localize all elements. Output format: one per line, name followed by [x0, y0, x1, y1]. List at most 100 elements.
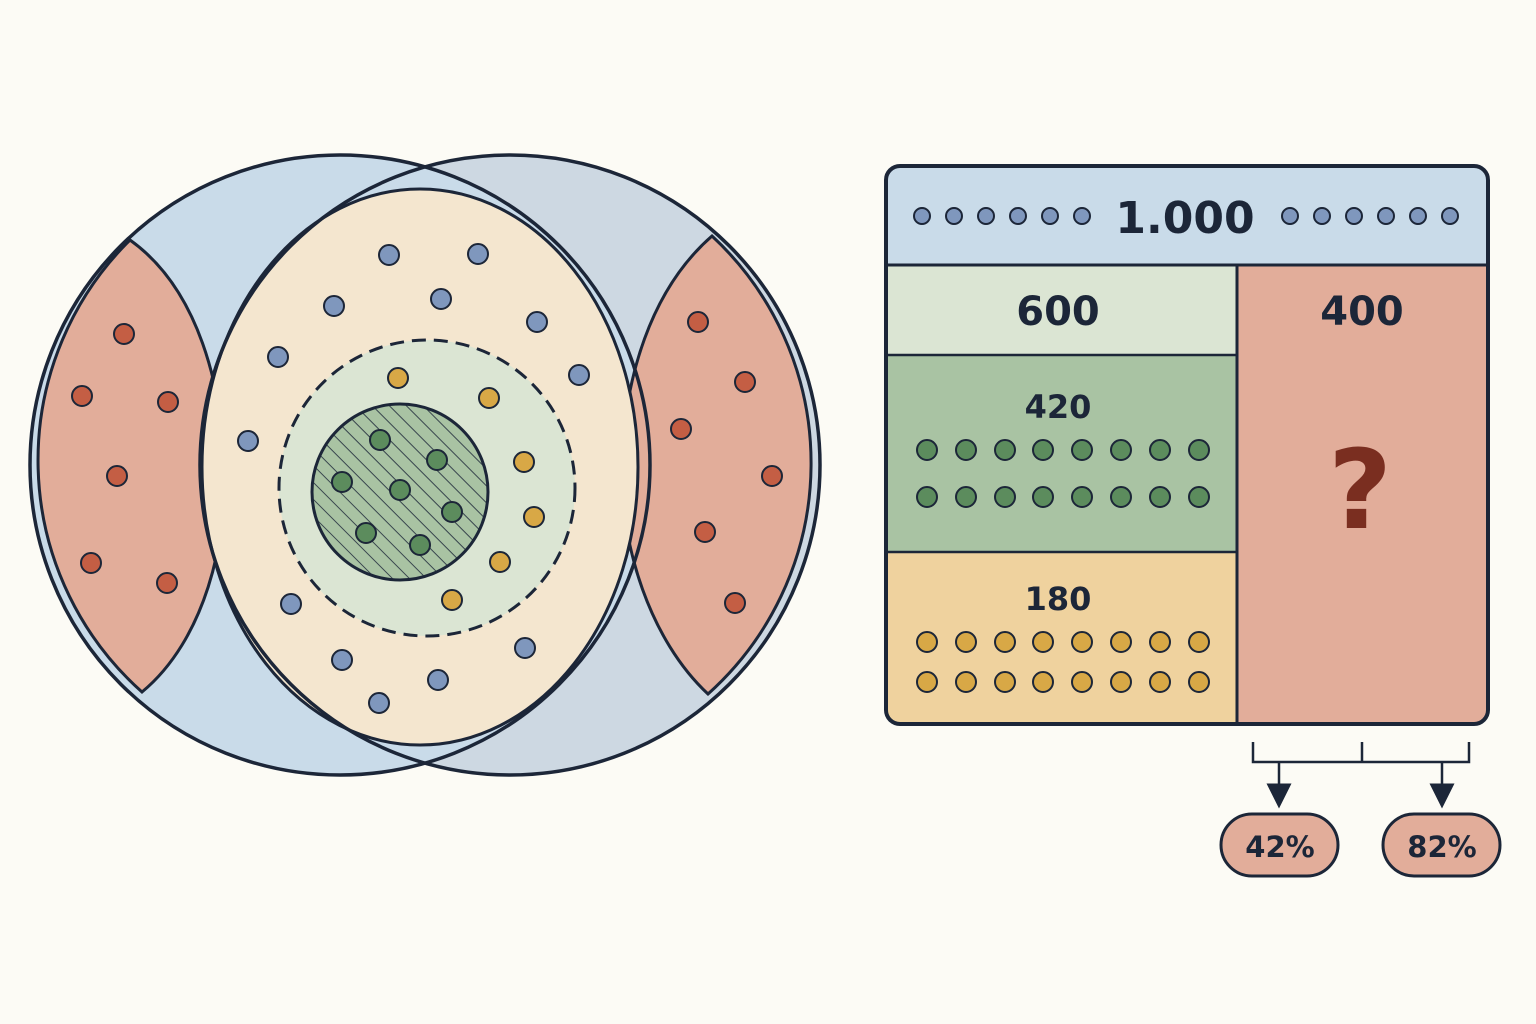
yellow-dot: [387, 367, 409, 389]
yellow-table-dot: [1149, 631, 1171, 653]
blue-dot: [514, 637, 536, 659]
yellow-table-dot: [916, 631, 938, 653]
green-table-dot: [1188, 439, 1210, 461]
red-dot: [71, 385, 93, 407]
green-table-dot: [955, 439, 977, 461]
red-zone-right: [620, 233, 813, 697]
blue-dot: [237, 430, 259, 452]
header-dot: [1073, 207, 1091, 225]
green-table-dot: [1110, 486, 1132, 508]
red-dot: [157, 391, 179, 413]
outcome-left-label: 42%: [1245, 830, 1314, 864]
green-table-dot: [1188, 486, 1210, 508]
header-dot: [1345, 207, 1363, 225]
red-dot: [80, 552, 102, 574]
green-table-dot: [1071, 486, 1093, 508]
green-table-dot: [1032, 486, 1054, 508]
green-table-dot: [994, 486, 1016, 508]
yellow-table-dot: [1071, 631, 1093, 653]
yellow-table-dot: [994, 631, 1016, 653]
blue-dot: [368, 692, 390, 714]
green-dot: [441, 501, 463, 523]
red-dot: [761, 465, 783, 487]
total-value: 1.000: [1115, 193, 1254, 244]
blue-dot: [267, 346, 289, 368]
green-dot: [426, 449, 448, 471]
table-header: [886, 166, 1488, 265]
yellow-table-dot: [916, 671, 938, 693]
blue-dot: [430, 288, 452, 310]
yellow-dot: [513, 451, 535, 473]
yellow-table-dot: [1188, 631, 1210, 653]
red-dot: [113, 323, 135, 345]
header-dot: [1281, 207, 1299, 225]
yellow-dot: [489, 551, 511, 573]
green-table-dot: [1149, 439, 1171, 461]
green-table-dot: [955, 486, 977, 508]
header-dot: [1009, 207, 1027, 225]
blue-dot: [467, 243, 489, 265]
yellow-value: 180: [1025, 580, 1092, 618]
outcome-pill-right: 82%: [1381, 812, 1502, 878]
yellow-table-dot: [955, 631, 977, 653]
yellow-table-dot: [955, 671, 977, 693]
red-dot: [106, 465, 128, 487]
table-dots: [913, 207, 1459, 693]
yellow-dot: [441, 589, 463, 611]
blue-dot: [427, 669, 449, 691]
yellow-table-dot: [1032, 631, 1054, 653]
blue-dot: [280, 593, 302, 615]
outcome-pill-left: 42%: [1219, 812, 1340, 878]
header-dot: [977, 207, 995, 225]
cell-yellow: [886, 552, 1237, 724]
yellow-table-dot: [1188, 671, 1210, 693]
unknown-value: ?: [1328, 426, 1392, 554]
outcome-bracket: [1251, 742, 1471, 809]
outcome-right-label: 82%: [1407, 830, 1476, 864]
green-table-dot: [916, 486, 938, 508]
green-dot: [369, 429, 391, 451]
green-table-dot: [1110, 439, 1132, 461]
venn-dots: [71, 243, 783, 714]
header-dot: [1041, 207, 1059, 225]
blue-dot: [526, 311, 548, 333]
green-dot: [331, 471, 353, 493]
blue-dot: [323, 295, 345, 317]
yellow-dot: [523, 506, 545, 528]
green-dot: [389, 479, 411, 501]
yellow-table-dot: [1110, 631, 1132, 653]
yellow-table-dot: [1071, 671, 1093, 693]
cell-left-total: [886, 265, 1237, 355]
header-dot: [1409, 207, 1427, 225]
header-dot: [1377, 207, 1395, 225]
header-dot: [945, 207, 963, 225]
header-dot: [1441, 207, 1459, 225]
cell-green: [886, 355, 1237, 552]
red-dot: [670, 418, 692, 440]
green-table-dot: [1032, 439, 1054, 461]
green-table-dot: [1149, 486, 1171, 508]
blue-dot: [568, 364, 590, 386]
cell-right: [1237, 265, 1488, 724]
header-dot: [1313, 207, 1331, 225]
right-total-value: 400: [1320, 289, 1404, 335]
yellow-table-dot: [994, 671, 1016, 693]
venn-diagram: [28, 153, 822, 777]
header-dot: [913, 207, 931, 225]
green-table-dot: [1071, 439, 1093, 461]
blue-dot: [378, 244, 400, 266]
green-table-dot: [916, 439, 938, 461]
green-table-dot: [994, 439, 1016, 461]
green-dot: [409, 534, 431, 556]
yellow-table-dot: [1149, 671, 1171, 693]
green-value: 420: [1025, 388, 1092, 426]
left-total-value: 600: [1016, 289, 1100, 335]
red-dot: [694, 521, 716, 543]
blue-dot: [331, 649, 353, 671]
red-dot: [156, 572, 178, 594]
frequency-table: 1.000 600 400 420 180 ?: [884, 164, 1490, 726]
yellow-table-dot: [1110, 671, 1132, 693]
yellow-dot: [478, 387, 500, 409]
green-dot: [355, 522, 377, 544]
